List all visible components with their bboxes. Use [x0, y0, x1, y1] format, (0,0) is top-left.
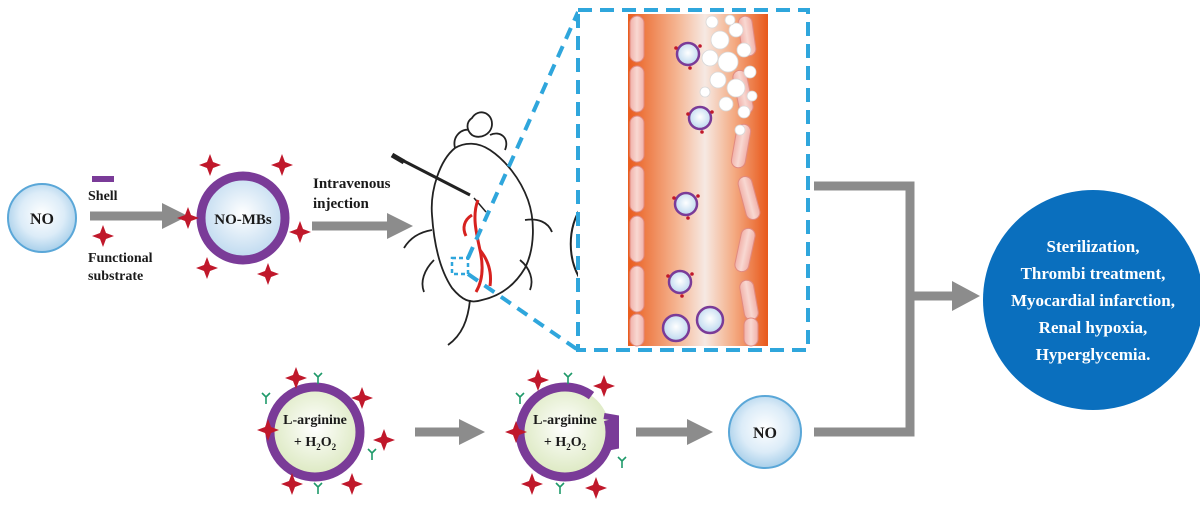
- fork-icon: [261, 392, 271, 405]
- mouse-illustration: [390, 111, 553, 346]
- shell-label: Shell: [88, 189, 118, 204]
- microbubble: [661, 313, 691, 343]
- functional-label-2: substrate: [88, 269, 143, 284]
- fork-icon: [313, 482, 323, 495]
- fork-icon: [617, 456, 627, 469]
- star-icon: [289, 221, 311, 243]
- arrow-3-head: [459, 419, 485, 445]
- endothelial-cells-left: [629, 15, 645, 347]
- star-icon: [92, 225, 114, 247]
- fork-icon: [563, 372, 573, 385]
- star-icon: [257, 263, 279, 285]
- microbubble: [695, 305, 725, 335]
- no-label-left: NO: [30, 211, 54, 228]
- star-icon: [341, 473, 363, 495]
- shell-swatch: [92, 176, 114, 182]
- iv-label-1: Intravenous: [313, 176, 391, 192]
- star-icon: [196, 257, 218, 279]
- star-icon: [593, 375, 615, 397]
- star-icon: [199, 154, 221, 176]
- microbubble-substrates: [666, 44, 714, 298]
- l-arginine-bubble-1: L-arginine + H2O2: [257, 367, 395, 495]
- zoom-source-box: [450, 256, 470, 276]
- vessel-zoom-panel: [576, 8, 810, 352]
- iv-label-2: injection: [313, 196, 369, 212]
- outcome-0: Sterilization,: [1046, 237, 1139, 256]
- zoom-line-bottom: [466, 272, 580, 352]
- l-arginine-label-1: L-arginine: [283, 413, 347, 428]
- l-arginine-bubble-2: L-arginine + H2O2: [505, 369, 627, 499]
- no-bubble-right: NO: [728, 395, 802, 469]
- no-bubble-left: NO: [7, 183, 77, 253]
- no-label-right: NO: [753, 425, 777, 442]
- arrow-2-head: [387, 213, 413, 239]
- microbubble: [687, 105, 713, 131]
- outcome-4: Hyperglycemia.: [1036, 345, 1151, 364]
- no-mbs-bubble: NO-MBs: [177, 154, 311, 285]
- fork-icon: [555, 482, 565, 495]
- star-icon: [585, 477, 607, 499]
- microbubble: [675, 41, 701, 67]
- microbubble: [673, 191, 699, 217]
- arrow-4-head: [687, 419, 713, 445]
- functional-legend: Functional substrate: [88, 225, 153, 284]
- functional-label-1: Functional: [88, 251, 153, 266]
- h2o2-label-2: + H2O2: [544, 435, 587, 452]
- outcome-3: Renal hypoxia,: [1039, 318, 1148, 337]
- star-icon: [373, 429, 395, 451]
- thrombus-cluster: [699, 14, 758, 136]
- fork-icon: [313, 372, 323, 385]
- mouse-vessels: [462, 199, 492, 293]
- star-icon: [521, 473, 543, 495]
- outcome-1: Thrombi treatment,: [1021, 264, 1166, 283]
- arrow-5-head: [952, 281, 980, 311]
- arrow-1-head: [162, 203, 188, 229]
- zoom-line-top: [466, 11, 580, 259]
- fork-icon: [515, 392, 525, 405]
- no-mbs-label: NO-MBs: [214, 212, 272, 228]
- star-icon: [177, 207, 199, 229]
- merge-connector: [814, 181, 955, 437]
- h2o2-label-1: + H2O2: [294, 435, 337, 452]
- star-icon: [271, 154, 293, 176]
- microbubble: [667, 269, 693, 295]
- outcomes-circle: Sterilization, Thrombi treatment, Myocar…: [983, 190, 1200, 410]
- l-arginine-label-2: L-arginine: [533, 413, 597, 428]
- outcome-2: Myocardial infarction,: [1011, 291, 1175, 310]
- fork-icon: [367, 448, 377, 461]
- shell-legend: Shell: [88, 176, 118, 204]
